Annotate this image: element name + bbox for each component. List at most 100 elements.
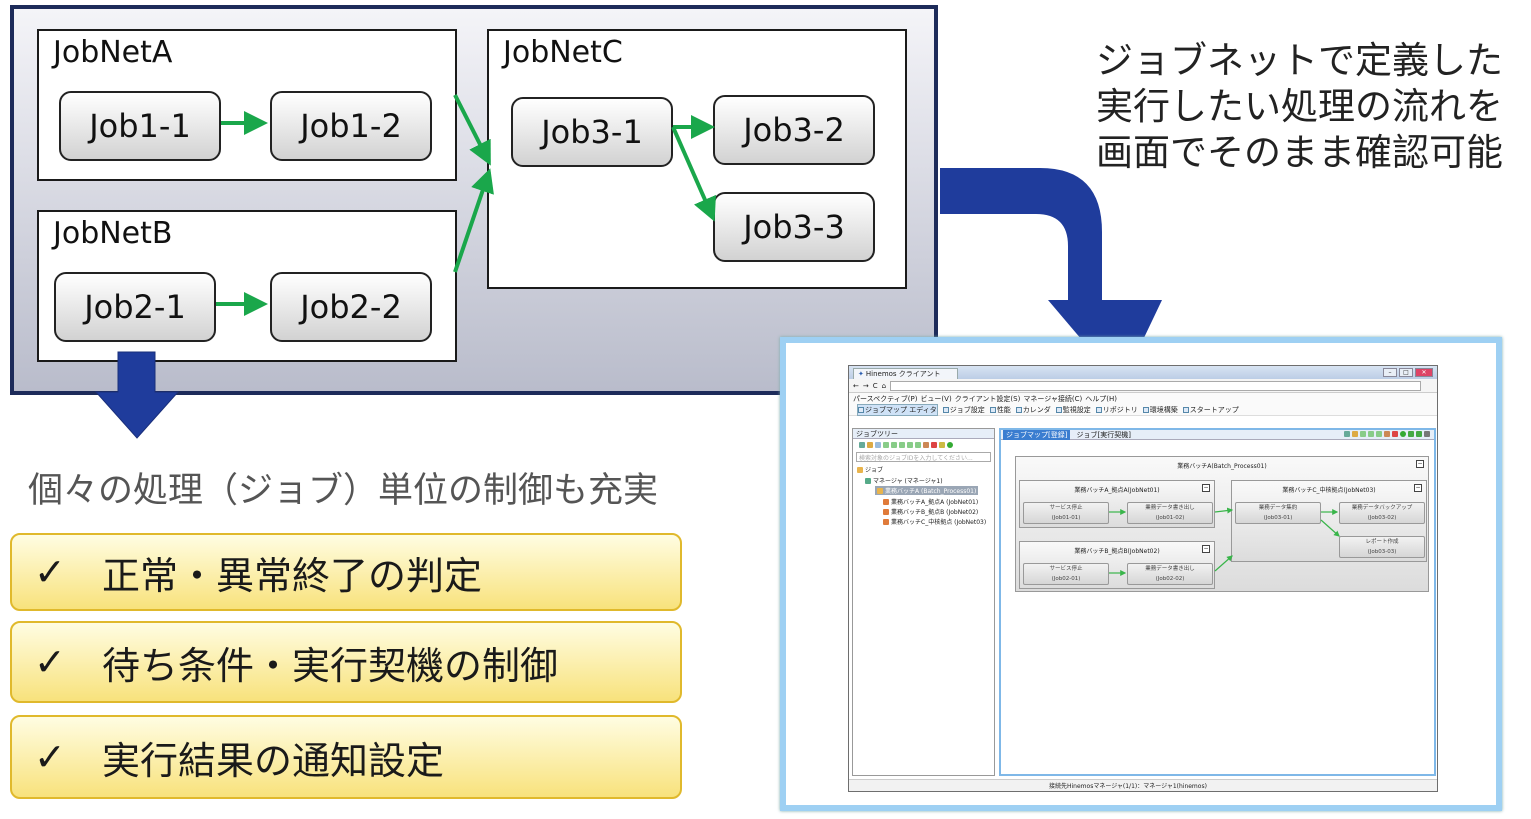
job-3-2: Job3-2 — [713, 95, 875, 165]
jobnet-c-title: JobNetC — [503, 35, 623, 70]
job-2-2: Job2-2 — [270, 272, 432, 342]
collapse-icon[interactable]: − — [1202, 484, 1210, 492]
grid-icon[interactable] — [899, 442, 905, 448]
perspective-calendar[interactable]: カレンダ — [1015, 405, 1051, 415]
map-root-title: 業務バッチA(Batch_Process01) — [1177, 463, 1267, 470]
tab-title: Hinemos クライアント — [865, 370, 941, 378]
map-jobnet01[interactable]: 業務バッチA_拠点A(JobNet01) − サービス停止(Job01-01) … — [1019, 480, 1215, 528]
url-input[interactable] — [890, 380, 1421, 391]
jobnet-a-title: JobNetA — [53, 35, 173, 70]
tree-node-manager[interactable]: マネージャ (マネージャ1) — [865, 476, 943, 485]
job-3-1: Job3-1 — [511, 97, 673, 167]
key-icon[interactable] — [939, 442, 945, 448]
job-tree-pane: ジョブツリー 検索対象のジョブIDを入力してください... ジョブ マネージャ … — [852, 428, 995, 776]
map-job03-03[interactable]: レポート作成(Job03-03) — [1339, 536, 1425, 558]
map-job01-02[interactable]: 業務データ書き出し(Job01-02) — [1127, 502, 1213, 524]
job-map-tabs: ジョブマップ[登録] ジョブ[実行契機] — [1001, 429, 1434, 440]
zoom-in-icon[interactable] — [1408, 431, 1414, 437]
map-job02-02[interactable]: 業務データ書き出し(Job02-02) — [1127, 563, 1213, 585]
tree-node-batch-a[interactable]: 業務バッチA (Batch_Process01) — [875, 486, 979, 495]
new-icon[interactable] — [859, 442, 865, 448]
job-control-subtitle: 個々の処理（ジョブ）単位の制御も充実 — [28, 471, 659, 511]
map-toolbar — [1344, 431, 1430, 437]
tree-node-jobnet01[interactable]: 業務バッチA_拠点A (JobNet01) — [883, 497, 978, 506]
job-search-input[interactable]: 検索対象のジョブIDを入力してください... — [856, 452, 991, 462]
delete-icon[interactable] — [931, 442, 937, 448]
close-icon[interactable]: ✕ — [1415, 368, 1433, 377]
feature-label: 待ち条件・実行契機の制御 — [102, 643, 559, 688]
maximize-icon[interactable]: □ — [1399, 368, 1413, 377]
tab-job-trigger[interactable]: ジョブ[実行契機] — [1076, 430, 1131, 439]
map-job01-01[interactable]: サービス停止(Job01-01) — [1023, 502, 1109, 524]
menu-view[interactable]: ビュー(V) — [920, 394, 952, 403]
check-icon: ✓ — [34, 735, 66, 779]
grid-icon[interactable] — [915, 442, 921, 448]
map-jobnet03-title: 業務バッチC_中核拠点(JobNet03) — [1282, 487, 1376, 494]
perspective-job-settings[interactable]: ジョブ設定 — [942, 405, 985, 415]
perspective-env-build[interactable]: 環境構築 — [1142, 405, 1178, 415]
tree-node-job[interactable]: ジョブ — [857, 465, 883, 474]
collapse-icon[interactable]: − — [1202, 545, 1210, 553]
edit-icon[interactable] — [1352, 431, 1358, 437]
fit-icon[interactable] — [1424, 431, 1430, 437]
menu-help[interactable]: ヘルプ(H) — [1085, 394, 1117, 403]
run-icon[interactable] — [1400, 431, 1406, 437]
forward-icon[interactable]: → — [862, 381, 869, 390]
callout-line: 画面でそのまま確認可能 — [1096, 131, 1503, 174]
grid-icon[interactable] — [1360, 431, 1366, 437]
tree-node-jobnet03[interactable]: 業務バッチC_中核拠点 (JobNet03) — [883, 517, 986, 526]
grid-icon[interactable] — [1376, 431, 1382, 437]
grid-icon[interactable] — [883, 442, 889, 448]
map-job03-02[interactable]: 業務データバックアップ(Job03-02) — [1339, 502, 1425, 524]
run-icon[interactable] — [947, 442, 953, 448]
perspective-performance[interactable]: 性能 — [989, 405, 1011, 415]
job-2-1: Job2-1 — [54, 272, 216, 342]
jobnet-b-title: JobNetB — [53, 216, 173, 251]
map-jobnet03[interactable]: 業務バッチC_中核拠点(JobNet03) − 業務データ集約(Job03-01… — [1231, 480, 1427, 562]
menu-manager-connect[interactable]: マネージャ接続(C) — [1023, 394, 1083, 403]
menu-client-settings[interactable]: クライアント設定(S) — [954, 394, 1021, 403]
new-icon[interactable] — [1344, 431, 1350, 437]
tree-node-jobnet02[interactable]: 業務バッチB_拠点B (JobNet02) — [883, 507, 978, 516]
perspective-monitor-settings[interactable]: 監視設定 — [1055, 405, 1091, 415]
zoom-out-icon[interactable] — [1416, 431, 1422, 437]
map-jobnet02[interactable]: 業務バッチB_拠点B(JobNet02) − サービス停止(Job02-01) … — [1019, 541, 1215, 589]
hinemos-client-window: ✦ Hinemos クライアント – □ ✕ ← → C ⌂ パースペクティブ(… — [848, 365, 1438, 792]
jobnet-c: JobNetC Job3-1 Job3-2 Job3-3 — [487, 29, 907, 289]
feature-label: 実行結果の通知設定 — [102, 738, 445, 783]
tab-jobmap-register[interactable]: ジョブマップ[登録] — [1003, 429, 1071, 440]
perspective-startup[interactable]: スタートアップ — [1182, 405, 1239, 415]
reload-icon[interactable]: C — [872, 381, 878, 390]
map-job02-01[interactable]: サービス停止(Job02-01) — [1023, 563, 1109, 585]
jobnet-diagram-panel: JobNetA Job1-1 Job1-2 JobNetB Job2-1 Job… — [10, 5, 938, 395]
job-tree-header: ジョブツリー — [853, 429, 994, 439]
browser-tab[interactable]: ✦ Hinemos クライアント — [853, 368, 958, 379]
map-jobnet02-title: 業務バッチB_拠点B(JobNet02) — [1074, 548, 1160, 555]
job-1-1: Job1-1 — [59, 91, 221, 161]
perspective-repository[interactable]: リポジトリ — [1095, 405, 1138, 415]
pencil-icon[interactable] — [1384, 431, 1390, 437]
delete-icon[interactable] — [1392, 431, 1398, 437]
edit-icon[interactable] — [867, 442, 873, 448]
perspective-jobmap-editor[interactable]: ジョブマップ エディタ — [857, 403, 938, 416]
tree-toolbar — [853, 439, 994, 451]
browser-navbar: ← → C ⌂ — [849, 379, 1437, 393]
pencil-icon[interactable] — [923, 442, 929, 448]
grid-icon[interactable] — [907, 442, 913, 448]
minimize-icon[interactable]: – — [1383, 368, 1397, 377]
map-job03-01[interactable]: 業務データ集約(Job03-01) — [1235, 502, 1321, 524]
grid-icon[interactable] — [891, 442, 897, 448]
window-titlebar: ✦ Hinemos クライアント – □ ✕ — [849, 366, 1437, 379]
collapse-icon[interactable]: − — [1416, 460, 1424, 468]
menu-perspective[interactable]: パースペクティブ(P) — [853, 394, 918, 403]
callout-line: 実行したい処理の流れを — [1096, 85, 1503, 128]
grid-icon[interactable] — [1368, 431, 1374, 437]
window-controls: – □ ✕ — [1383, 368, 1437, 377]
collapse-icon[interactable]: − — [1414, 484, 1422, 492]
copy-icon[interactable] — [875, 442, 881, 448]
back-icon[interactable]: ← — [853, 381, 859, 390]
feature-label: 正常・異常終了の判定 — [102, 553, 483, 598]
jobnet-a: JobNetA Job1-1 Job1-2 — [37, 29, 457, 181]
home-icon[interactable]: ⌂ — [881, 381, 887, 390]
check-icon: ✓ — [34, 550, 66, 594]
